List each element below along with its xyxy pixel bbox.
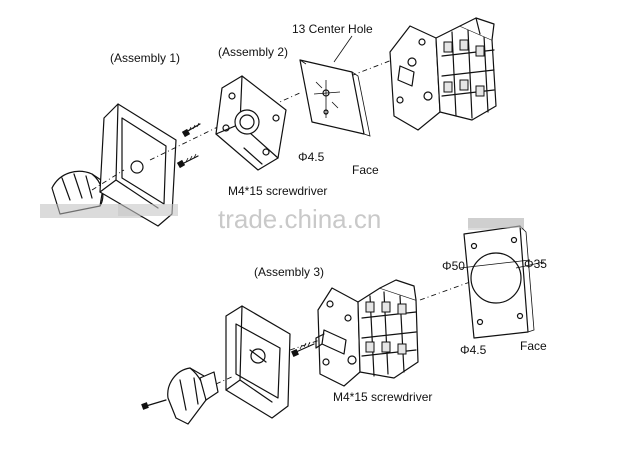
front-panel-top xyxy=(99,103,178,227)
knob-bottom xyxy=(167,367,219,425)
face-template-bottom xyxy=(459,218,545,339)
label-face-bottom: Face xyxy=(520,339,547,353)
label-face-top: Face xyxy=(352,163,379,177)
label-assembly-2: (Assembly 2) xyxy=(218,45,288,59)
label-center-hole: 13 Center Hole xyxy=(292,22,373,36)
face-template-top xyxy=(299,59,371,137)
switch-body-top xyxy=(389,17,497,131)
label-screwdriver-top: M4*15 screwdriver xyxy=(228,184,327,198)
label-phi-35: Φ35 xyxy=(524,257,547,271)
label-assembly-1: (Assembly 1) xyxy=(110,51,180,65)
label-phi-4-5-bottom: Φ4.5 xyxy=(460,343,487,357)
screw-top-2 xyxy=(176,153,199,169)
label-phi-50: Φ50 xyxy=(442,259,465,273)
label-assembly-3: (Assembly 3) xyxy=(254,265,324,279)
screw-top-1 xyxy=(181,122,201,138)
mounting-flange-top xyxy=(215,75,287,171)
watermark: trade.china.cn xyxy=(218,204,381,234)
label-phi-4-5-top: Φ4.5 xyxy=(298,150,325,164)
front-panel-bottom xyxy=(225,305,291,419)
screw-bottom-mid xyxy=(291,341,315,357)
switch-body-bottom xyxy=(315,279,419,387)
label-screwdriver-bottom: M4*15 screwdriver xyxy=(333,390,432,404)
screw-bottom-left xyxy=(141,399,167,410)
